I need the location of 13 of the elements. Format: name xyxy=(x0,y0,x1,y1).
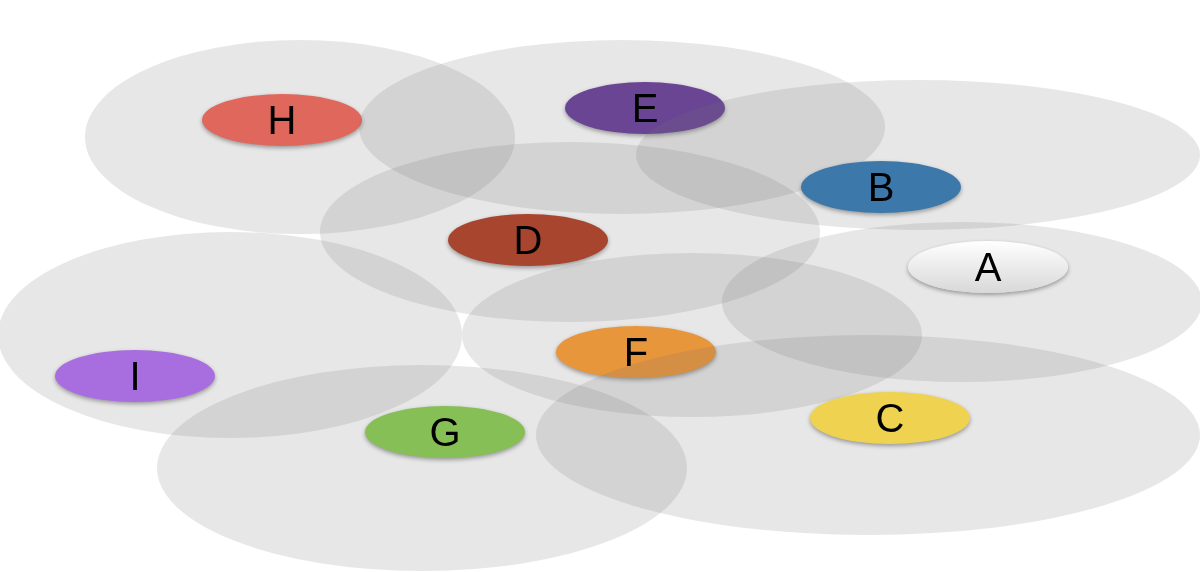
node-label: E xyxy=(631,88,659,128)
node-label: I xyxy=(129,356,141,396)
ellipse-node xyxy=(55,350,215,402)
ellipse-node xyxy=(810,392,970,444)
node-label: C xyxy=(875,398,905,438)
ellipse-node xyxy=(365,406,525,458)
node-label: D xyxy=(513,220,543,260)
node-label: G xyxy=(429,412,461,452)
node-label: A xyxy=(974,247,1002,287)
node-label: B xyxy=(867,167,895,207)
ellipse-node xyxy=(202,94,362,146)
node-label: H xyxy=(267,100,297,140)
node-label: F xyxy=(623,332,649,372)
